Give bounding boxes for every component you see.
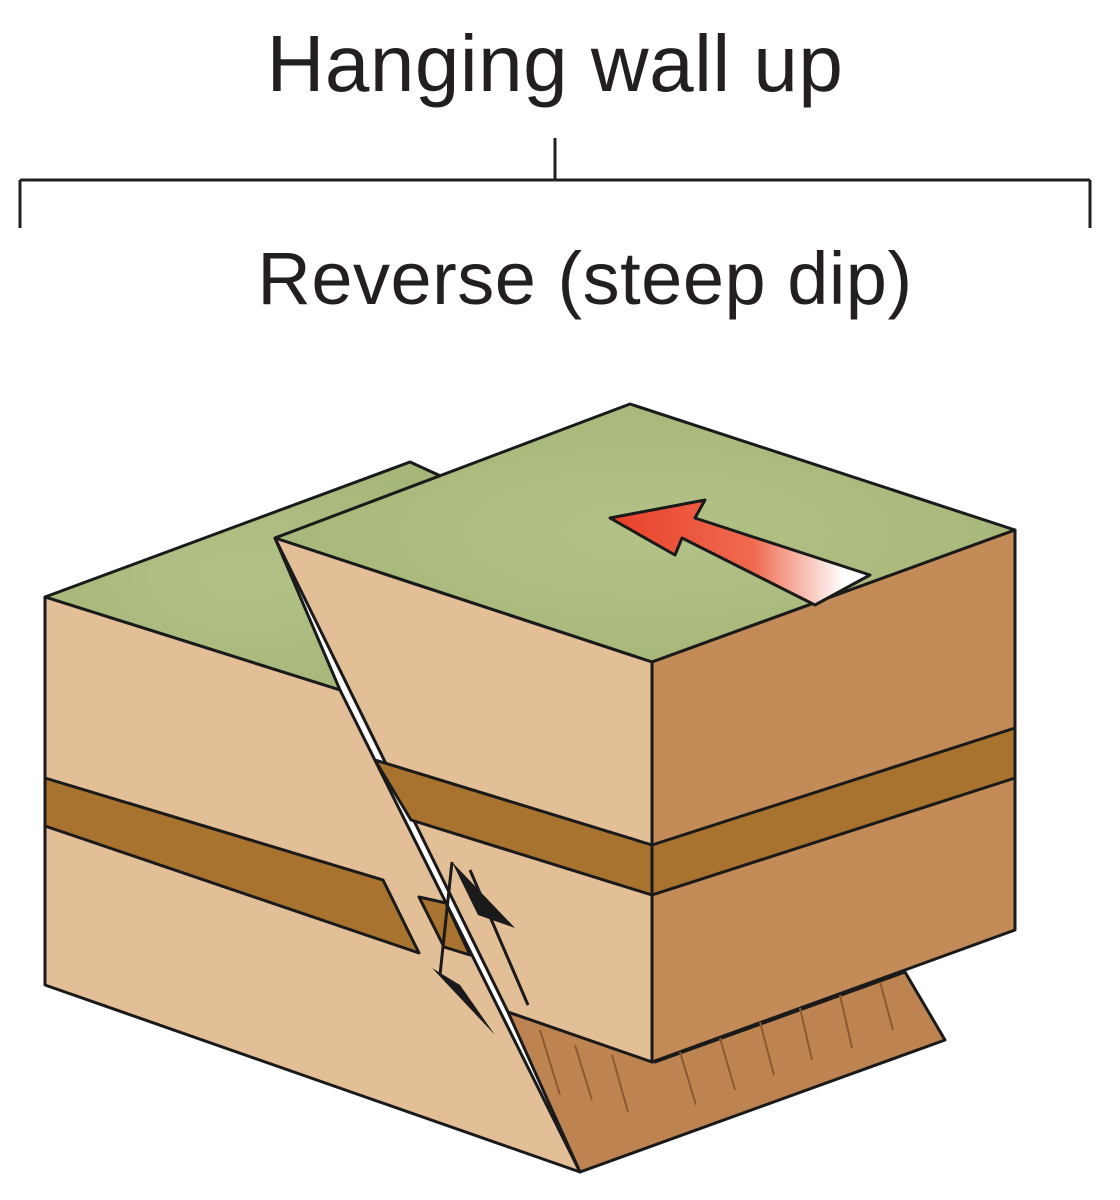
hanging-wall-side-marker-layer — [650, 726, 1017, 897]
heading-bracket — [18, 138, 1092, 228]
motion-arrow-icon — [608, 498, 872, 607]
footwall-marker-layer — [43, 776, 421, 955]
diagram-heading: Hanging wall up — [266, 19, 844, 108]
fault-striations — [539, 981, 894, 1113]
fault-slip-arrows-icon — [432, 861, 530, 1035]
diagram-subheading: Reverse (steep dip) — [257, 237, 913, 320]
